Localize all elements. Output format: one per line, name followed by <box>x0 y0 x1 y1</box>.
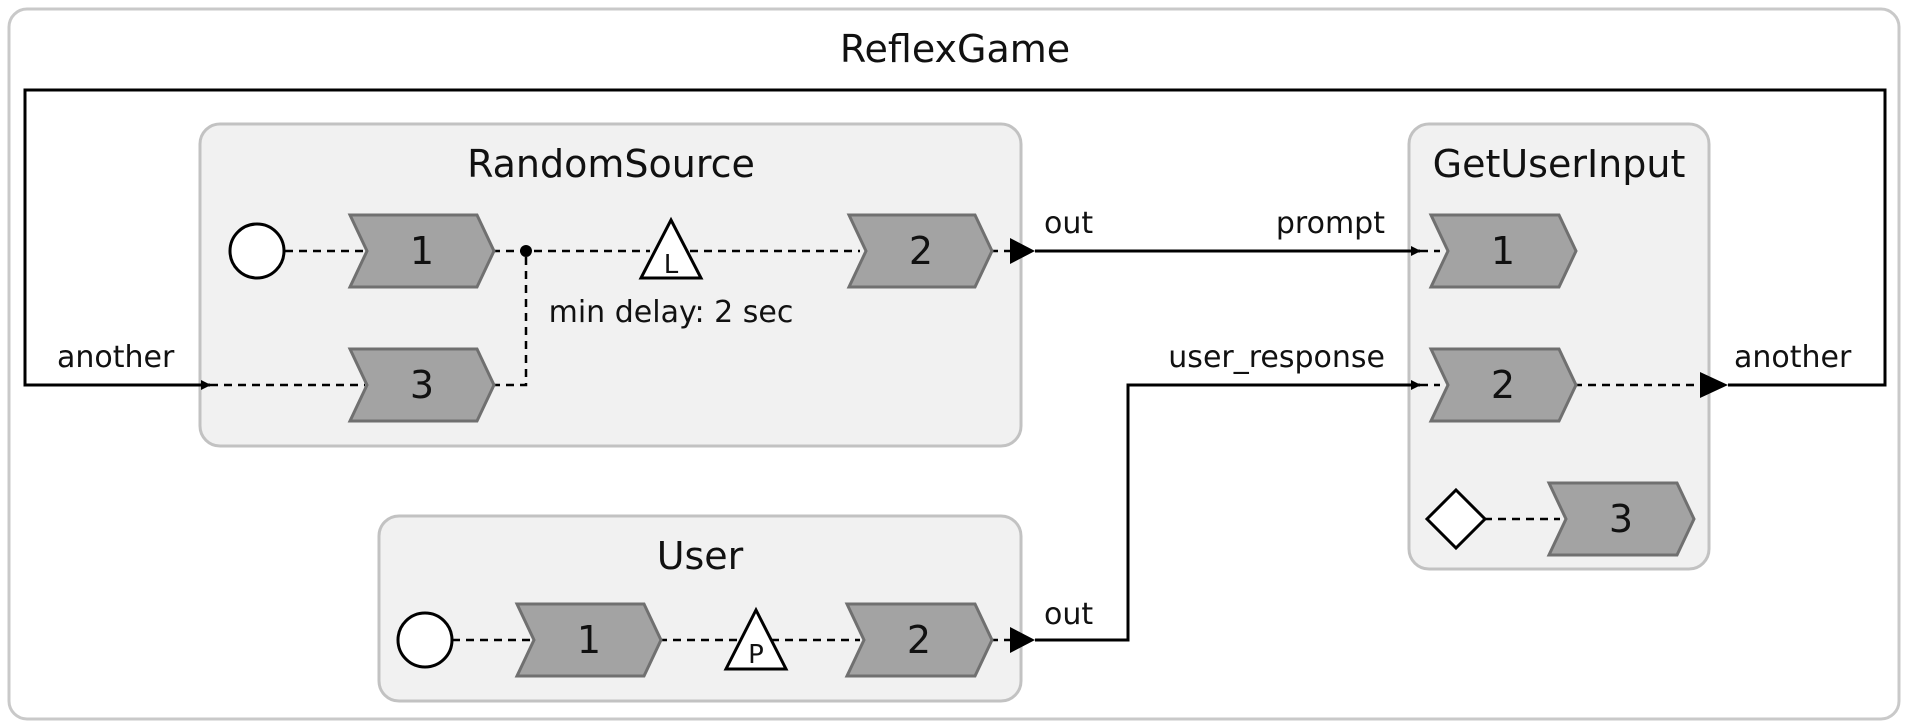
user-title: User <box>657 534 744 578</box>
reaction-number: 2 <box>907 618 931 662</box>
reaction-number: 2 <box>909 229 933 273</box>
junction-dot <box>520 245 532 257</box>
random-source-title: RandomSource <box>467 142 755 186</box>
user-reaction-2[interactable]: 2 <box>844 602 994 678</box>
get-user-input-title: GetUserInput <box>1433 142 1686 186</box>
prompt-port-label: prompt <box>1276 206 1385 241</box>
startup-circle-icon <box>396 611 454 669</box>
physical-action-symbol: P <box>748 640 764 670</box>
gui-another-port-label: another <box>1734 340 1852 375</box>
reaction-number: 1 <box>577 618 601 662</box>
logical-action-triangle-icon: L <box>638 216 704 280</box>
reaction-number: 3 <box>410 363 434 407</box>
startup-circle-icon <box>228 222 286 280</box>
shutdown-diamond-icon <box>1424 487 1488 551</box>
conn-another-loop <box>23 88 1887 390</box>
rs-out-port-label: out <box>1044 206 1093 241</box>
conn-user-out-to-response <box>1035 380 1421 642</box>
reaction-number: 3 <box>1609 497 1633 541</box>
rs-reaction-3[interactable]: 3 <box>347 347 496 423</box>
user-reaction-1[interactable]: 1 <box>514 602 663 678</box>
reaction-number: 1 <box>1491 229 1515 273</box>
port-arrow-icon <box>1700 372 1728 398</box>
reaction-number: 2 <box>1491 363 1515 407</box>
rs-another-port-label: another <box>57 340 175 375</box>
rs-reaction-1[interactable]: 1 <box>347 213 496 289</box>
dep-rs3-to-action <box>492 251 528 387</box>
logical-action-symbol: L <box>664 250 679 280</box>
gui-reaction-2[interactable]: 2 <box>1428 347 1578 423</box>
reaction-number: 1 <box>410 229 434 273</box>
user-out-port-label: out <box>1044 597 1093 632</box>
rs-reaction-2[interactable]: 2 <box>846 213 994 289</box>
user-response-port-label: user_response <box>1168 340 1385 375</box>
min-delay-label: min delay: 2 sec <box>549 295 794 330</box>
physical-action-triangle-icon: P <box>723 606 789 671</box>
port-arrow-icon <box>1010 238 1035 264</box>
gui-reaction-3[interactable]: 3 <box>1546 481 1696 557</box>
gui-reaction-1[interactable]: 1 <box>1428 213 1578 289</box>
port-arrow-icon <box>1010 627 1035 653</box>
main-reactor-title: ReflexGame <box>840 27 1070 71</box>
